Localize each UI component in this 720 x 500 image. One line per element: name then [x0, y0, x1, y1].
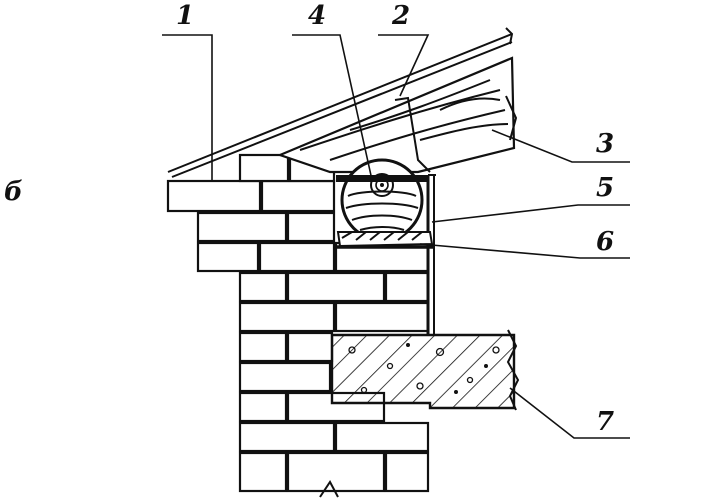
- brick-wall: [166, 153, 430, 498]
- roof-covering: [167, 27, 514, 178]
- callout-7: 7: [596, 407, 614, 437]
- leader-lines: [162, 34, 630, 439]
- rafter: [276, 56, 518, 174]
- callout-1: 1: [176, 1, 194, 31]
- wall-inner-face: [426, 174, 436, 335]
- callout-3: 3: [596, 129, 614, 159]
- waterproofing-pad: [336, 231, 434, 249]
- concrete-floor-slab: [330, 329, 520, 411]
- callout-2: 2: [391, 1, 410, 31]
- panel-letter: б: [4, 177, 23, 207]
- callout-4: 4: [308, 1, 326, 31]
- callout-labels: 1 2 3 4 5 6 7: [176, 1, 614, 437]
- callout-5: 5: [596, 173, 614, 203]
- callout-6: 6: [596, 227, 614, 257]
